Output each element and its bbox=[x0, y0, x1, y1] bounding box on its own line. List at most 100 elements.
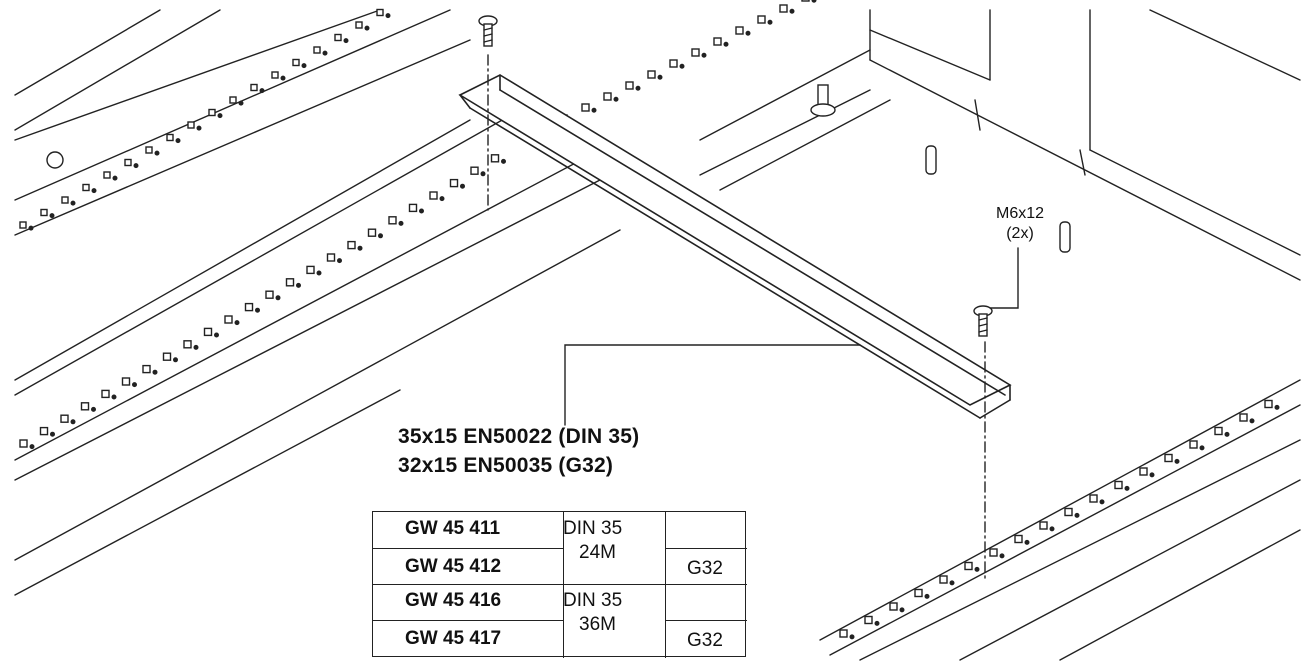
rail-slot bbox=[864, 615, 873, 625]
table-row-din: DIN 35 bbox=[563, 518, 623, 539]
rail-slot bbox=[367, 228, 377, 237]
table-row-modules: 36M bbox=[579, 614, 616, 635]
rail-hole bbox=[613, 96, 619, 102]
rail-hole bbox=[1124, 485, 1130, 491]
rail-slot bbox=[581, 103, 590, 112]
rail-hole bbox=[301, 63, 307, 69]
rail-slot bbox=[801, 0, 810, 2]
rail-slot bbox=[145, 146, 153, 154]
rail-hole bbox=[175, 138, 181, 144]
rail-slot bbox=[449, 178, 459, 188]
rail-hole bbox=[899, 607, 905, 613]
rail-slot bbox=[779, 4, 788, 13]
rail-hole bbox=[213, 332, 219, 338]
rail-slot bbox=[82, 183, 90, 192]
rail-hole bbox=[419, 208, 425, 214]
rail-hole bbox=[112, 175, 118, 181]
rail-slot bbox=[691, 48, 700, 57]
rail-hole bbox=[111, 394, 117, 400]
rail-hole bbox=[1224, 431, 1230, 437]
rail-slot bbox=[1264, 399, 1273, 409]
rail-slot bbox=[142, 364, 151, 374]
rail-slot bbox=[183, 340, 192, 349]
rail-slot bbox=[1114, 480, 1123, 490]
rail-leader bbox=[564, 344, 861, 426]
rail-hole bbox=[767, 19, 773, 25]
top-screw bbox=[478, 15, 498, 211]
rail-slot bbox=[187, 121, 195, 129]
rail-hole bbox=[874, 620, 880, 626]
rail-slot bbox=[1089, 494, 1098, 503]
rail-slot bbox=[265, 290, 274, 299]
rail-hole bbox=[275, 295, 281, 301]
rail-spec-din35: 35x15 EN50022 (DIN 35) bbox=[398, 425, 640, 448]
rail-hole bbox=[1074, 512, 1080, 518]
rail-hole bbox=[1049, 526, 1055, 532]
rail-hole bbox=[811, 0, 817, 3]
rail-slot bbox=[429, 191, 438, 200]
rail-slot bbox=[839, 629, 848, 638]
rail-slot bbox=[1189, 440, 1198, 449]
rail-slot bbox=[1214, 426, 1223, 436]
rail-slot bbox=[19, 221, 27, 229]
rail-hole bbox=[49, 213, 55, 219]
rail-slot bbox=[250, 83, 258, 92]
rail-slot bbox=[1139, 467, 1148, 476]
screw-spec: M6x12 (2x) bbox=[974, 204, 1066, 244]
rail-slot bbox=[244, 302, 254, 312]
rail-hole bbox=[385, 13, 391, 19]
rail-hole bbox=[924, 593, 930, 599]
rail-hole bbox=[723, 41, 729, 47]
rail-hole bbox=[460, 183, 466, 189]
rail-hole bbox=[364, 25, 370, 31]
rail-slot bbox=[121, 377, 131, 386]
rail-slot bbox=[292, 58, 300, 67]
table-row-code: GW 45 416 bbox=[405, 590, 502, 611]
table-row-rail: G32 bbox=[687, 630, 723, 651]
rail-hole bbox=[254, 307, 260, 313]
rail-hole bbox=[343, 38, 349, 44]
rail-slot bbox=[470, 166, 479, 175]
rail-hole bbox=[70, 200, 76, 206]
rail-slot bbox=[1239, 413, 1248, 422]
rail-slot bbox=[224, 315, 233, 324]
rail-hole bbox=[1174, 458, 1180, 464]
rail-hole bbox=[193, 344, 199, 350]
rail-hole bbox=[1024, 539, 1030, 545]
left-panel-edges bbox=[14, 9, 621, 596]
rail-slot bbox=[914, 588, 923, 598]
rail-hole bbox=[357, 245, 363, 251]
rail-slot bbox=[889, 602, 898, 611]
rail-hole bbox=[280, 75, 286, 81]
screw-qty: (2x) bbox=[1006, 225, 1034, 242]
upper-slotted-rail bbox=[559, 0, 817, 124]
rail-slot bbox=[60, 414, 69, 423]
table-row-modules: 24M bbox=[579, 542, 616, 563]
rail-hole bbox=[152, 369, 158, 375]
rail-hole bbox=[322, 50, 328, 56]
rail-hole bbox=[172, 357, 178, 363]
rail-slot bbox=[271, 71, 279, 79]
rail-slot bbox=[103, 171, 111, 179]
rail-slot bbox=[1064, 507, 1073, 517]
screw-size: M6x12 bbox=[995, 205, 1045, 222]
rail-hole bbox=[50, 431, 56, 437]
rail-hole bbox=[999, 553, 1005, 559]
table-row-code: GW 45 411 bbox=[405, 518, 501, 539]
rail-hole bbox=[378, 233, 384, 239]
left-slotted-rail bbox=[19, 8, 507, 450]
rail-slot bbox=[989, 548, 998, 557]
rail-hole bbox=[316, 270, 322, 276]
rail-hole bbox=[196, 125, 202, 131]
rail-hole bbox=[439, 196, 445, 202]
bottom-right-slotted-rail bbox=[839, 399, 1280, 640]
rail-hole bbox=[701, 52, 707, 58]
rail-hole bbox=[217, 113, 223, 119]
rail-slot bbox=[203, 327, 213, 337]
rail-hole bbox=[1249, 418, 1255, 424]
rail-slot bbox=[408, 203, 418, 213]
right-screw bbox=[973, 305, 993, 581]
rail-slot bbox=[80, 402, 90, 411]
rail-slot bbox=[313, 46, 321, 54]
rail-slot bbox=[625, 81, 634, 90]
